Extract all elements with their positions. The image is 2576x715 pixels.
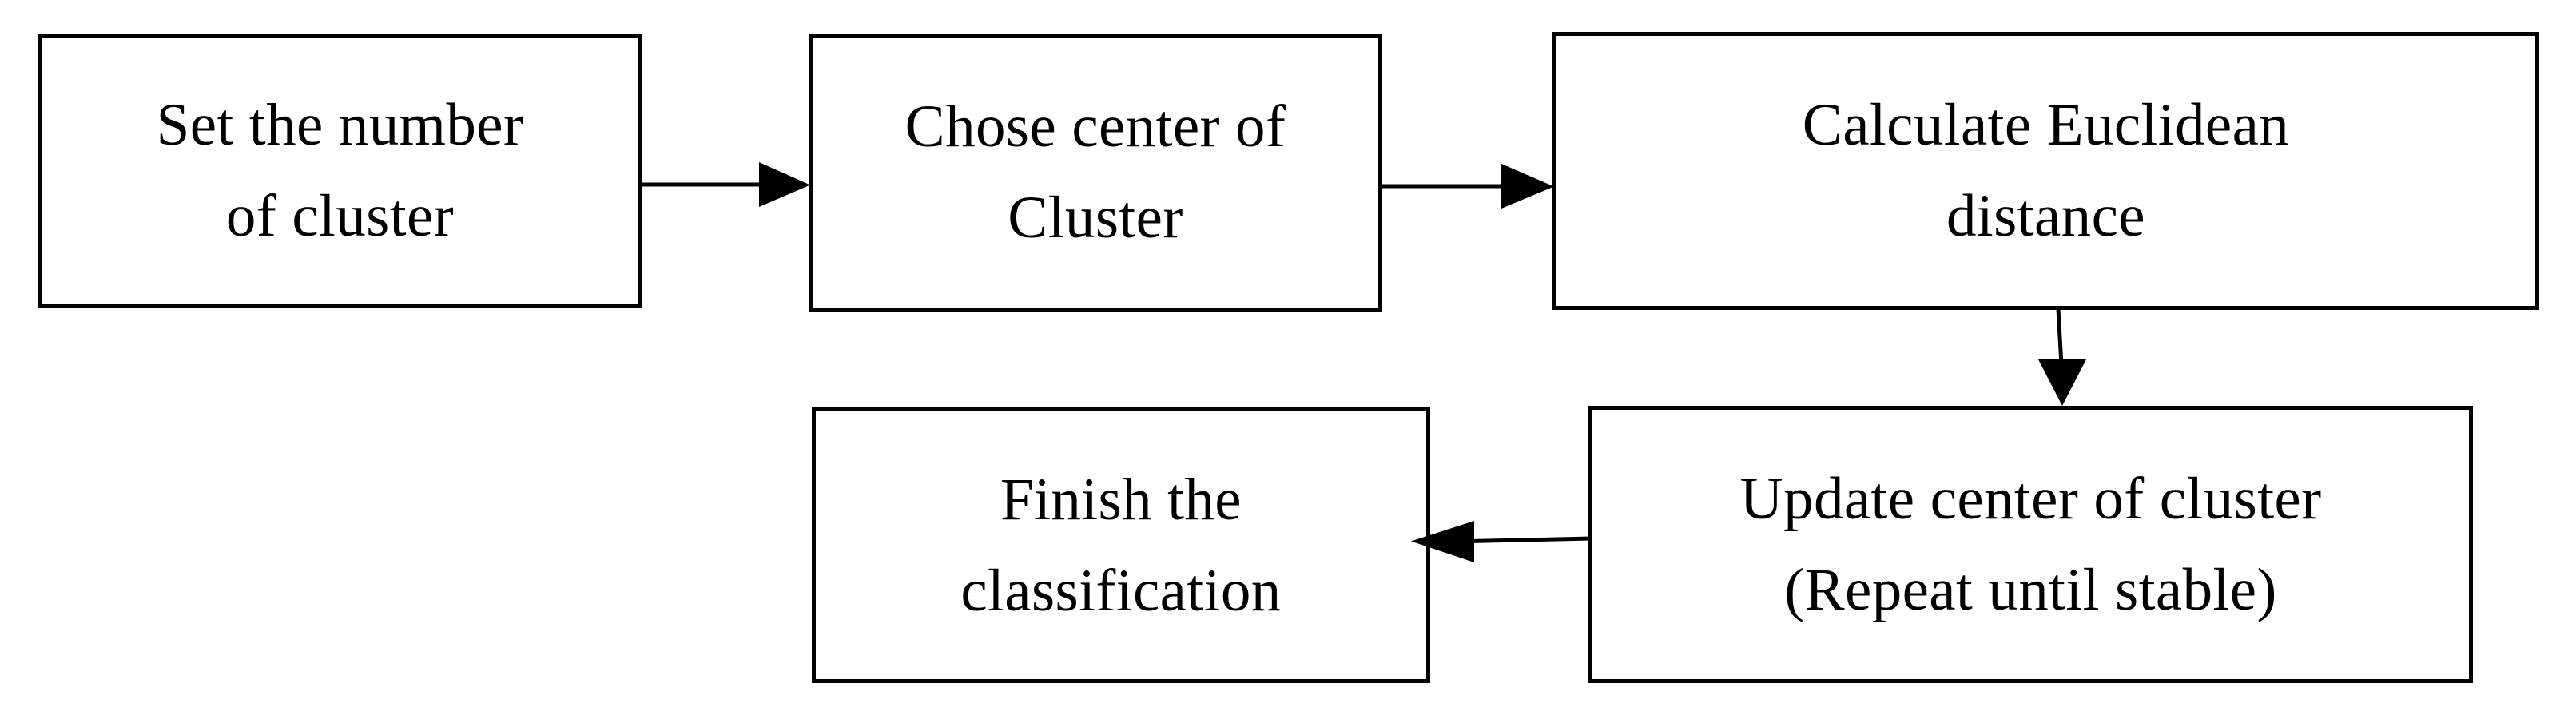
node-finish-the-classification[interactable]: Finish the classification (812, 407, 1430, 683)
node-label-line-1: Calculate Euclidean (1802, 92, 2290, 158)
node-update-center-of-cluster[interactable]: Update center of cluster (Repeat until s… (1588, 406, 2473, 683)
node-set-number-of-cluster[interactable]: Set the number of cluster (38, 34, 642, 308)
node-label-line-2: (Repeat until stable) (1784, 556, 2277, 623)
arrow-set-to-chose (639, 156, 819, 216)
node-calculate-euclidean-distance[interactable]: Calculate Euclidean distance (1552, 32, 2539, 310)
node-label-line-2: of cluster (225, 183, 455, 249)
arrow-update-to-finish (1406, 515, 1596, 571)
node-label-line-2: Cluster (1008, 185, 1183, 251)
arrow-calculate-to-update (2017, 307, 2105, 409)
node-label-line-1: Set the number (156, 92, 524, 158)
node-label-line-1: Update center of cluster (1739, 465, 2322, 532)
node-label-line-1: Chose center of (904, 93, 1286, 160)
node-label-line-2: classification (960, 557, 1282, 624)
node-label-line-2: distance (1946, 183, 2145, 249)
node-chose-center-of-cluster[interactable]: Chose center of Cluster (809, 34, 1382, 312)
node-label-line-1: Finish the (1000, 466, 1242, 533)
arrow-chose-to-calculate (1380, 157, 1562, 217)
